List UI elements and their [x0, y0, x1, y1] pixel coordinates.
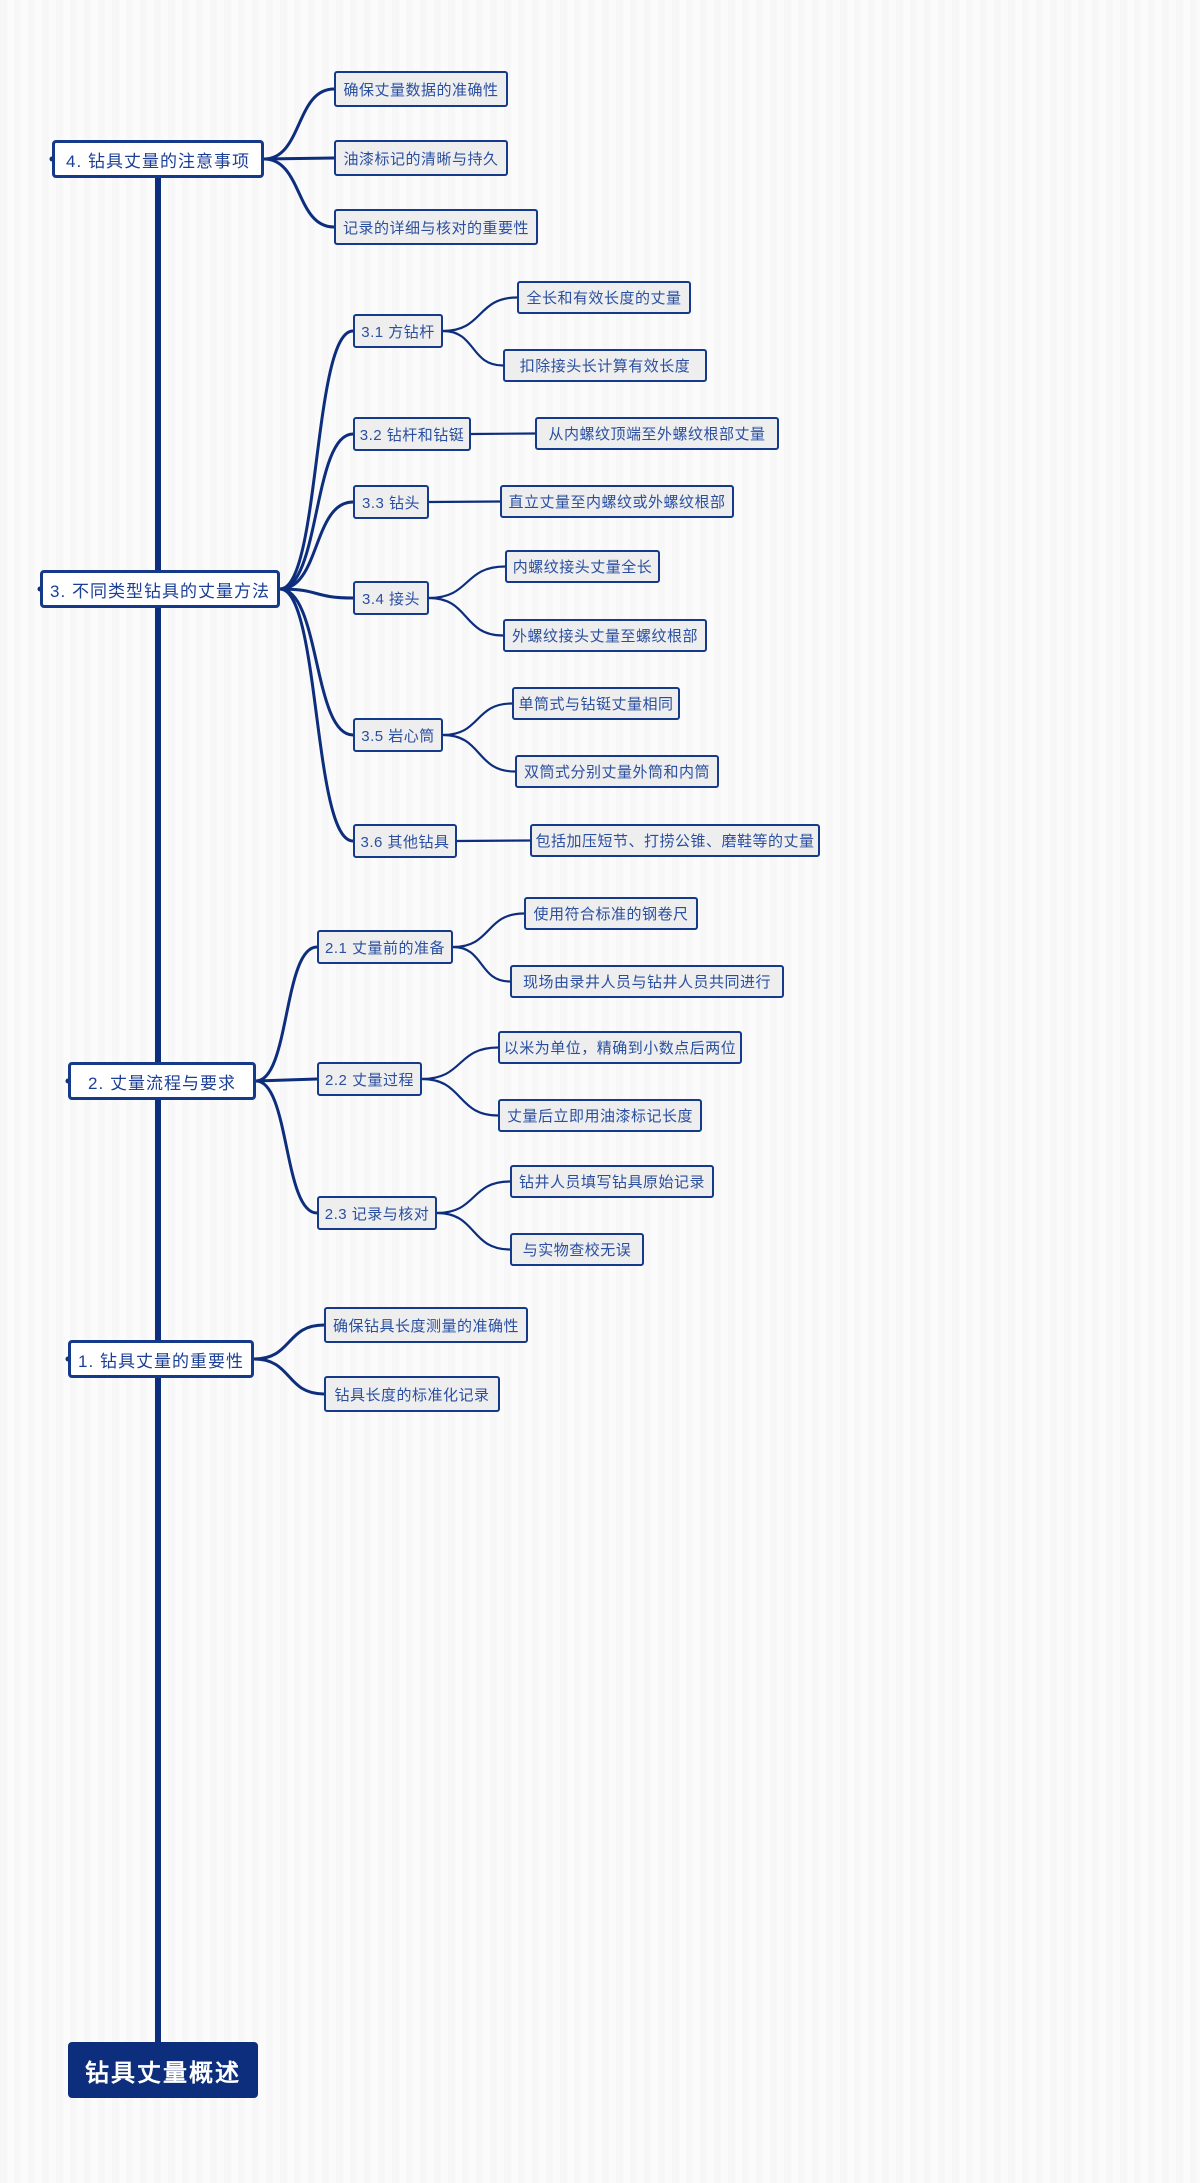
mindmap-edge: [254, 945, 319, 1083]
mindmap-leaf-node[interactable]: 丈量后立即用油漆标记长度: [498, 1099, 702, 1132]
mindmap-leaf-node[interactable]: 记录的详细与核对的重要性: [334, 209, 538, 245]
mindmap-subtopic-node[interactable]: 3.1 方钻杆: [353, 314, 443, 348]
mindmap-edge: [278, 587, 355, 600]
mindmap-edge: [252, 1323, 326, 1361]
mindmap-leaf-node[interactable]: 直立丈量至内螺纹或外螺纹根部: [500, 485, 734, 518]
mindmap-leaf-node[interactable]: 确保钻具长度测量的准确性: [324, 1307, 528, 1343]
mindmap-leaf-node[interactable]: 使用符合标准的钢卷尺: [524, 897, 698, 930]
mindmap-edge: [278, 587, 355, 737]
mindmap-leaf-node[interactable]: 全长和有效长度的丈量: [517, 281, 691, 314]
mindmap-edge: [441, 702, 514, 737]
mindmap-edge: [262, 156, 336, 161]
mindmap-leaf-node[interactable]: 内螺纹接头丈量全长: [505, 550, 660, 583]
mindmap-edge: [441, 296, 519, 333]
mindmap-leaf-node[interactable]: 以米为单位，精确到小数点后两位: [498, 1031, 742, 1064]
mindmap-edge: [262, 87, 336, 161]
mindmap-branch-node[interactable]: 3. 不同类型钻具的丈量方法: [40, 570, 280, 608]
mindmap-edge: [427, 500, 502, 504]
mindmap-root-node[interactable]: 钻具丈量概述: [68, 2042, 258, 2098]
mindmap-branch-node[interactable]: 4. 钻具丈量的注意事项: [52, 140, 264, 178]
mindmap-edge: [441, 329, 505, 367]
mindmap-edge: [278, 587, 355, 843]
mindmap-subtopic-node[interactable]: 3.2 钻杆和钻铤: [353, 417, 471, 451]
mindmap-edge: [469, 432, 537, 436]
mindmap-edge: [420, 1077, 500, 1117]
mindmap-edge: [441, 733, 517, 773]
mindmap-branch-node[interactable]: 1. 钻具丈量的重要性: [68, 1340, 254, 1378]
mindmap-leaf-node[interactable]: 现场由录井人员与钻井人员共同进行: [510, 965, 784, 998]
mindmap-leaf-node[interactable]: 扣除接头长计算有效长度: [503, 349, 707, 382]
mindmap-subtopic-node[interactable]: 3.3 钻头: [353, 485, 429, 519]
mindmap-edge: [435, 1180, 512, 1215]
mindmap-edge: [252, 1357, 326, 1396]
mindmap-subtopic-node[interactable]: 2.3 记录与核对: [317, 1196, 437, 1230]
mindmap-edge: [278, 329, 355, 591]
mindmap-edge: [254, 1077, 319, 1083]
mindmap-leaf-node[interactable]: 与实物查校无误: [510, 1233, 644, 1266]
mindmap-edge: [451, 945, 512, 983]
mindmap-edge: [427, 565, 507, 600]
mindmap-edge: [451, 912, 526, 949]
mindmap-subtopic-node[interactable]: 2.2 丈量过程: [317, 1062, 422, 1096]
mindmap-edge: [262, 157, 336, 229]
mindmap-subtopic-node[interactable]: 2.1 丈量前的准备: [317, 930, 453, 964]
mindmap-subtopic-node[interactable]: 3.5 岩心筒: [353, 718, 443, 752]
mindmap-subtopic-node[interactable]: 3.4 接头: [353, 581, 429, 615]
mindmap-leaf-node[interactable]: 油漆标记的清晰与持久: [334, 140, 508, 176]
mindmap-edge: [420, 1046, 500, 1081]
mindmap-leaf-node[interactable]: 钻具长度的标准化记录: [324, 1376, 500, 1412]
mindmap-edge: [278, 500, 355, 591]
mindmap-edge: [427, 596, 505, 637]
mindmap-leaf-node[interactable]: 钻井人员填写钻具原始记录: [510, 1165, 714, 1198]
mindmap-leaf-node[interactable]: 从内螺纹顶端至外螺纹根部丈量: [535, 417, 779, 450]
mindmap-leaf-node[interactable]: 单筒式与钻铤丈量相同: [512, 687, 680, 720]
mindmap-edge: [435, 1211, 512, 1251]
mindmap-edge: [278, 432, 355, 591]
mindmap-leaf-node[interactable]: 外螺纹接头丈量至螺纹根部: [503, 619, 707, 652]
mindmap-edge: [254, 1079, 319, 1215]
mindmap-leaf-node[interactable]: 确保丈量数据的准确性: [334, 71, 508, 107]
mindmap-leaf-node[interactable]: 双筒式分别丈量外筒和内筒: [515, 755, 719, 788]
mindmap-edge: [455, 839, 532, 843]
mindmap-subtopic-node[interactable]: 3.6 其他钻具: [353, 824, 457, 858]
mindmap-leaf-node[interactable]: 包括加压短节、打捞公锥、磨鞋等的丈量: [530, 824, 820, 857]
mindmap-branch-node[interactable]: 2. 丈量流程与要求: [68, 1062, 256, 1100]
